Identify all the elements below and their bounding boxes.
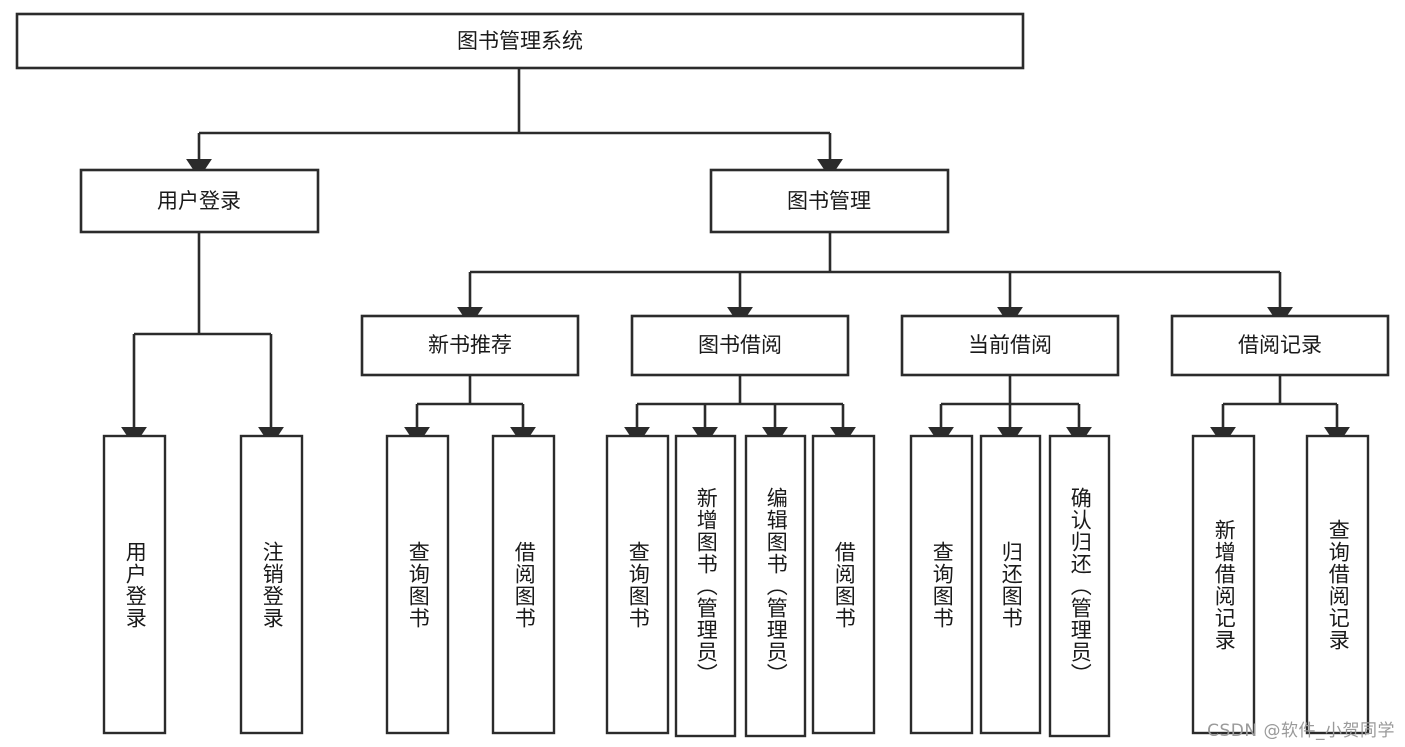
connector-current-to-leaves <box>928 375 1092 447</box>
node-root-label: 图书管理系统 <box>457 29 583 53</box>
connector-root-to-level2 <box>186 68 843 179</box>
node-user-login-label: 用户登录 <box>157 189 241 213</box>
node-new-book-recommend-label: 新书推荐 <box>428 333 512 357</box>
node-new-book-recommend[interactable] <box>360 314 580 377</box>
leaf-label-edit-book-admin: 编辑图书（管理员） <box>764 487 789 685</box>
leaf-box-confirm-return-admin[interactable] <box>1048 434 1111 738</box>
leaf-label-user-login: 用户登录 <box>123 540 148 629</box>
leaf-label-add-book-admin: 新增图书（管理员） <box>694 487 719 685</box>
node-book-borrow-label: 图书借阅 <box>698 333 782 357</box>
leaf-box-query-borrow-record[interactable] <box>1305 434 1370 735</box>
leaf-box-edit-book-admin[interactable] <box>744 434 807 738</box>
node-book-borrow[interactable] <box>630 314 850 377</box>
leaf-box-add-book-admin[interactable] <box>674 434 737 738</box>
connector-records-to-leaves <box>1210 375 1350 447</box>
node-current-borrow-label: 当前借阅 <box>968 333 1052 357</box>
leaf-box-return-book[interactable] <box>979 434 1042 735</box>
node-current-borrow[interactable] <box>900 314 1120 377</box>
leaf-box-logout[interactable] <box>239 434 304 735</box>
leaf-box-user-login[interactable] <box>102 434 167 735</box>
leaf-label-add-borrow-record: 新增借阅记录 <box>1212 518 1237 651</box>
node-book-management-label: 图书管理 <box>787 189 871 213</box>
connector-user-login-to-leaves <box>121 232 284 447</box>
leaf-label-return-book: 归还图书 <box>999 540 1024 629</box>
leaf-label-query-borrow-record: 查询借阅记录 <box>1326 518 1351 651</box>
node-borrow-records-label: 借阅记录 <box>1238 333 1322 357</box>
node-user-login[interactable] <box>79 168 320 234</box>
leaf-box-borrow-book-2[interactable] <box>811 434 876 735</box>
csdn-watermark: CSDN @软件_小贺同学 <box>1207 721 1395 741</box>
leaf-label-query-book-3: 查询图书 <box>930 540 955 629</box>
leaf-box-query-book-1[interactable] <box>385 434 450 735</box>
leaf-label-borrow-book-1: 借阅图书 <box>512 540 537 629</box>
leaf-label-query-book-1: 查询图书 <box>406 540 431 629</box>
node-root[interactable] <box>15 12 1025 70</box>
connector-new-book-to-leaves <box>404 375 536 447</box>
leaf-box-borrow-book-1[interactable] <box>491 434 556 735</box>
leaf-box-add-borrow-record[interactable] <box>1191 434 1256 735</box>
leaf-label-borrow-book-2: 借阅图书 <box>832 540 857 629</box>
leaf-box-query-book-2[interactable] <box>605 434 670 735</box>
leaf-label-confirm-return-admin: 确认归还（管理员） <box>1068 487 1093 685</box>
node-borrow-records[interactable] <box>1170 314 1390 377</box>
node-book-management[interactable] <box>709 168 950 234</box>
leaf-label-query-book-2: 查询图书 <box>626 540 651 629</box>
leaf-label-logout: 注销登录 <box>260 540 285 629</box>
connector-book-manage-to-level3 <box>457 232 1293 327</box>
leaf-box-query-book-3[interactable] <box>909 434 974 735</box>
connector-borrow-to-leaves <box>624 375 856 447</box>
